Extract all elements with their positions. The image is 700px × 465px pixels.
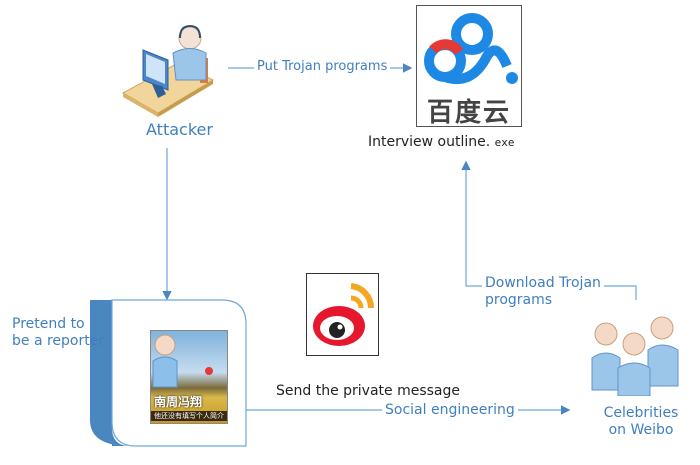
file-caption: Interview outline. exe xyxy=(368,134,515,150)
baidu-cloud-icon-box: 百度云 xyxy=(416,5,522,128)
social-engineering-label: Social engineering xyxy=(382,402,518,419)
celebrities-label-line2: on Weibo xyxy=(608,422,674,438)
celebrities-label: Celebrities on Weibo xyxy=(600,405,682,439)
attacker-at-desk-icon xyxy=(121,24,215,117)
weibo-icon-box xyxy=(306,273,379,356)
profile-bio: 他还没有填写个人简介 xyxy=(151,411,227,421)
attacker-node xyxy=(118,18,218,118)
celebrities-label-line1: Celebrities xyxy=(603,405,679,421)
profile-name: 南周冯翔 xyxy=(154,395,203,409)
fake-reporter-profile-card: 南周冯翔 他还没有填写个人简介 xyxy=(150,330,228,424)
attacker-label: Attacker xyxy=(146,120,213,139)
verified-badge-icon xyxy=(205,367,213,375)
reporter-label: Pretend to be a reporter xyxy=(12,316,104,350)
download-label-line1: Download Trojan xyxy=(485,275,601,291)
weibo-caption: Send the private message xyxy=(276,383,461,399)
weibo-logo-icon xyxy=(313,283,375,346)
baidu-logo-text: 百度云 xyxy=(427,98,512,128)
user-group-icon xyxy=(591,316,679,397)
download-label-line2: programs xyxy=(485,292,553,308)
download-trojan-label: Download Trojan programs xyxy=(482,275,604,309)
reporter-label-line1: Pretend to xyxy=(12,316,85,332)
put-trojan-label: Put Trojan programs xyxy=(254,58,391,75)
celebrities-node xyxy=(590,312,690,397)
file-name: Interview outline. xyxy=(368,134,491,150)
file-extension: exe xyxy=(494,136,515,149)
reporter-label-line2: be a reporter xyxy=(12,333,105,349)
baidu-cloud-logo-icon xyxy=(424,13,518,85)
reporter-frame-blue xyxy=(90,300,130,446)
default-avatar-icon xyxy=(152,334,213,388)
